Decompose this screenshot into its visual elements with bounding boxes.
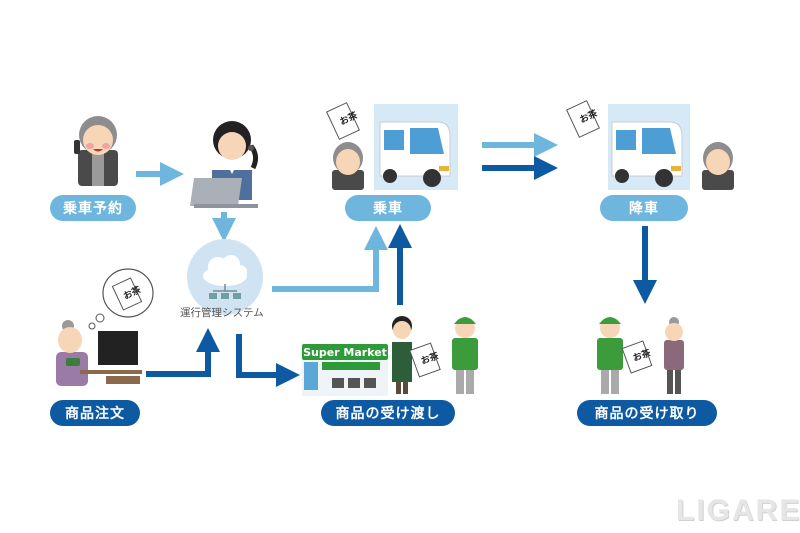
elderly-woman-ordering-icon xyxy=(56,320,142,386)
step-product-receipt: 商品の受け取り xyxy=(577,400,717,426)
watermark-logo: LIGARE xyxy=(676,494,800,527)
step-ride-reservation: 乗車予約 xyxy=(50,195,136,221)
step-boarding: 乗車 xyxy=(345,195,431,221)
tea-package-receipt-icon: お茶 xyxy=(621,340,653,374)
store-clerk-icon xyxy=(392,316,412,394)
alighting-bus-icon xyxy=(608,104,690,190)
alighting-passenger-icon xyxy=(702,142,734,190)
step-alighting: 降車 xyxy=(600,195,688,221)
boarding-passenger-icon xyxy=(332,142,364,190)
supermarket-building-icon xyxy=(302,360,388,396)
receipt-delivery-worker-icon xyxy=(597,317,623,394)
supermarket-sign: Super Market xyxy=(302,344,388,360)
tea-package-alighting-icon: お茶 xyxy=(566,100,600,138)
arrow-order-to-system xyxy=(146,328,220,377)
elderly-man-phone-icon xyxy=(74,116,118,186)
delivery-worker-icon xyxy=(452,317,478,394)
step-product-order: 商品注文 xyxy=(50,400,140,426)
step-product-handover: 商品の受け渡し xyxy=(321,400,455,426)
arrow-system-to-boarding xyxy=(272,226,388,292)
arrow-system-to-supermarket xyxy=(236,334,300,387)
receipt-elderly-woman-icon xyxy=(664,317,684,394)
operator-with-laptop-icon xyxy=(190,121,259,208)
tea-package-icon: お茶 xyxy=(326,102,360,140)
operations-system-label: 運行管理システム xyxy=(180,307,264,319)
operations-system-cloud-icon xyxy=(187,239,263,315)
boarding-bus-icon xyxy=(374,104,458,190)
tea-package-handover-icon: お茶 xyxy=(409,342,441,378)
thought-bubble-icon: お茶 xyxy=(88,268,154,330)
